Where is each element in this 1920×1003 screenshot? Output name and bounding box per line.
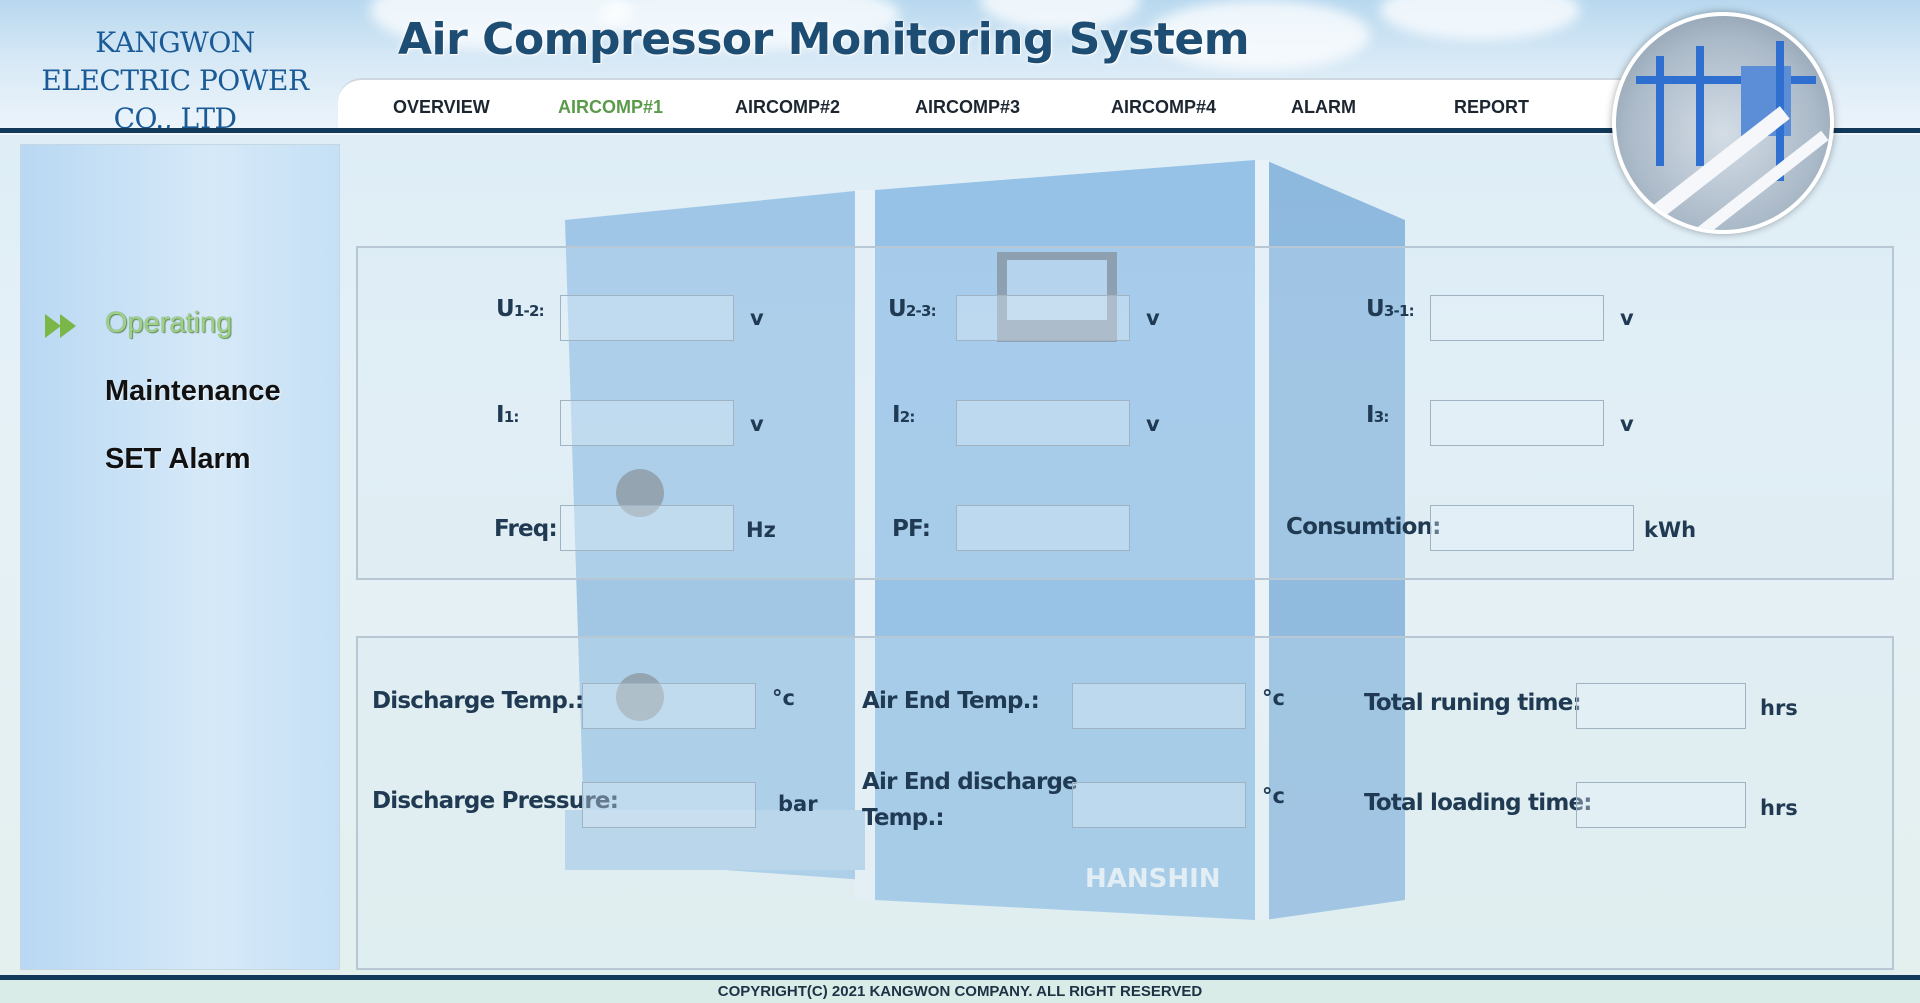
i3-unit: v	[1620, 412, 1634, 436]
u12-label-main: U	[496, 296, 515, 322]
electrical-panel: U1-2: v U2-3: v U3-1: v I1: v I2: v I3: …	[356, 246, 1894, 580]
u31-label-main: U	[1366, 296, 1385, 322]
u23-label-main: U	[888, 296, 907, 322]
air-end-temp-unit: °c	[1262, 686, 1285, 710]
air-end-temp-field[interactable]	[1072, 683, 1246, 729]
machine-edge	[1255, 160, 1269, 920]
freq-label: Freq:	[494, 516, 558, 542]
i1-label-sub: 1:	[503, 408, 520, 426]
u12-label-sub: 1-2:	[513, 302, 545, 320]
i3-label-main: I	[1366, 402, 1375, 428]
i3-label: I3:	[1366, 402, 1389, 428]
freq-unit: Hz	[746, 518, 776, 542]
machine-seam	[855, 190, 875, 900]
air-end-discharge-temp-label-line1: Air End discharge	[862, 769, 1078, 795]
i1-label: I1:	[496, 402, 519, 428]
i1-unit: v	[750, 412, 764, 436]
total-running-unit: hrs	[1760, 696, 1798, 720]
u12-field[interactable]	[560, 295, 734, 341]
total-loading-label: Total loading time:	[1364, 790, 1592, 816]
pipe-shape	[1696, 46, 1704, 166]
thermal-panel: Discharge Temp.: °c Air End Temp.: °c To…	[356, 636, 1894, 970]
rail-shape	[1622, 106, 1790, 230]
consumption-unit: kWh	[1644, 518, 1697, 542]
page-title: Air Compressor Monitoring System	[398, 14, 1250, 65]
control-screen-display	[1007, 260, 1107, 320]
sidebar: Operating Maintenance SET Alarm	[20, 144, 340, 970]
air-end-discharge-temp-field[interactable]	[1072, 782, 1246, 828]
u31-field[interactable]	[1430, 295, 1604, 341]
nav-item-overview[interactable]: OVERVIEW	[393, 97, 490, 117]
pipe-shape	[1636, 76, 1816, 84]
main-nav: OVERVIEW AIRCOMP#1 AIRCOMP#2 AIRCOMP#3 A…	[338, 78, 1628, 130]
i2-label-main: I	[892, 402, 901, 428]
pf-label: PF:	[892, 516, 931, 542]
consumption-field[interactable]	[1430, 505, 1634, 551]
footer-copyright: COPYRIGHT(C) 2021 KANGWON COMPANY. ALL R…	[0, 980, 1920, 1003]
gauge-shape	[616, 673, 664, 721]
nav-item-aircomp2[interactable]: AIRCOMP#2	[735, 97, 841, 117]
nav-item-aircomp4[interactable]: AIRCOMP#4	[1111, 97, 1217, 117]
company-logo: KANGWON ELECTRIC POWER CO., LTD	[10, 24, 340, 135]
u12-unit: v	[750, 306, 764, 330]
i1-label-main: I	[496, 402, 505, 428]
u23-label-sub: 2-3:	[905, 302, 937, 320]
discharge-temp-field[interactable]	[582, 683, 756, 729]
air-end-discharge-temp-label: Air End discharge Temp.:	[862, 764, 1078, 836]
sidebar-item-operating[interactable]: Operating	[105, 307, 233, 339]
company-name-line2: ELECTRIC POWER CO., LTD	[41, 64, 309, 135]
u12-label: U1-2:	[496, 296, 545, 322]
freq-field[interactable]	[560, 505, 734, 551]
i2-label-sub: 2:	[899, 408, 916, 426]
u31-label-sub: 3-1:	[1383, 302, 1415, 320]
u31-label: U3-1:	[1366, 296, 1415, 322]
air-end-discharge-temp-label-line2: Temp.:	[862, 805, 945, 831]
discharge-temp-unit: °c	[772, 686, 795, 710]
consumption-label: Consumtion:	[1286, 514, 1441, 540]
total-running-label: Total runing time:	[1364, 690, 1582, 716]
discharge-pressure-unit: bar	[778, 792, 818, 816]
nav-item-aircomp1[interactable]: AIRCOMP#1	[558, 97, 664, 117]
facility-photo	[1612, 12, 1834, 234]
i2-unit: v	[1146, 412, 1160, 436]
i2-label: I2:	[892, 402, 915, 428]
u23-unit: v	[1146, 306, 1160, 330]
u23-field[interactable]	[956, 295, 1130, 341]
i3-label-sub: 3:	[1373, 408, 1390, 426]
header: KANGWON ELECTRIC POWER CO., LTD Air Comp…	[0, 0, 1920, 135]
i1-field[interactable]	[560, 400, 734, 446]
machine-base	[565, 810, 865, 870]
cloud-decoration	[1150, 0, 1370, 70]
i3-field[interactable]	[1430, 400, 1604, 446]
nav-item-alarm[interactable]: ALARM	[1291, 97, 1356, 117]
company-name-line1: KANGWON	[95, 26, 255, 59]
header-divider	[0, 128, 1920, 133]
sidebar-item-set-alarm[interactable]: SET Alarm	[105, 443, 251, 475]
nav-item-report[interactable]: REPORT	[1454, 97, 1530, 117]
total-loading-field[interactable]	[1576, 782, 1746, 828]
i2-field[interactable]	[956, 400, 1130, 446]
pipe-shape	[1656, 56, 1664, 166]
total-running-field[interactable]	[1576, 683, 1746, 729]
cloud-decoration	[1380, 0, 1580, 40]
fast-forward-icon	[45, 314, 76, 338]
total-loading-unit: hrs	[1760, 796, 1798, 820]
machine-brand: HANSHIN	[1085, 864, 1221, 894]
machine-front-panel	[875, 160, 1255, 920]
compressor-illustration: HANSHIN	[565, 160, 1405, 920]
discharge-temp-label: Discharge Temp.:	[372, 688, 584, 714]
air-end-discharge-temp-unit: °c	[1262, 784, 1285, 808]
footer-divider	[0, 975, 1920, 980]
nav-item-aircomp3[interactable]: AIRCOMP#3	[915, 97, 1021, 117]
air-end-temp-label: Air End Temp.:	[862, 688, 1040, 714]
sidebar-item-maintenance[interactable]: Maintenance	[105, 375, 281, 407]
discharge-pressure-field[interactable]	[582, 782, 756, 828]
u23-label: U2-3:	[888, 296, 937, 322]
machine-side-panel	[1265, 160, 1405, 920]
pf-field[interactable]	[956, 505, 1130, 551]
u31-unit: v	[1620, 306, 1634, 330]
discharge-pressure-label: Discharge Pressure:	[372, 788, 619, 814]
